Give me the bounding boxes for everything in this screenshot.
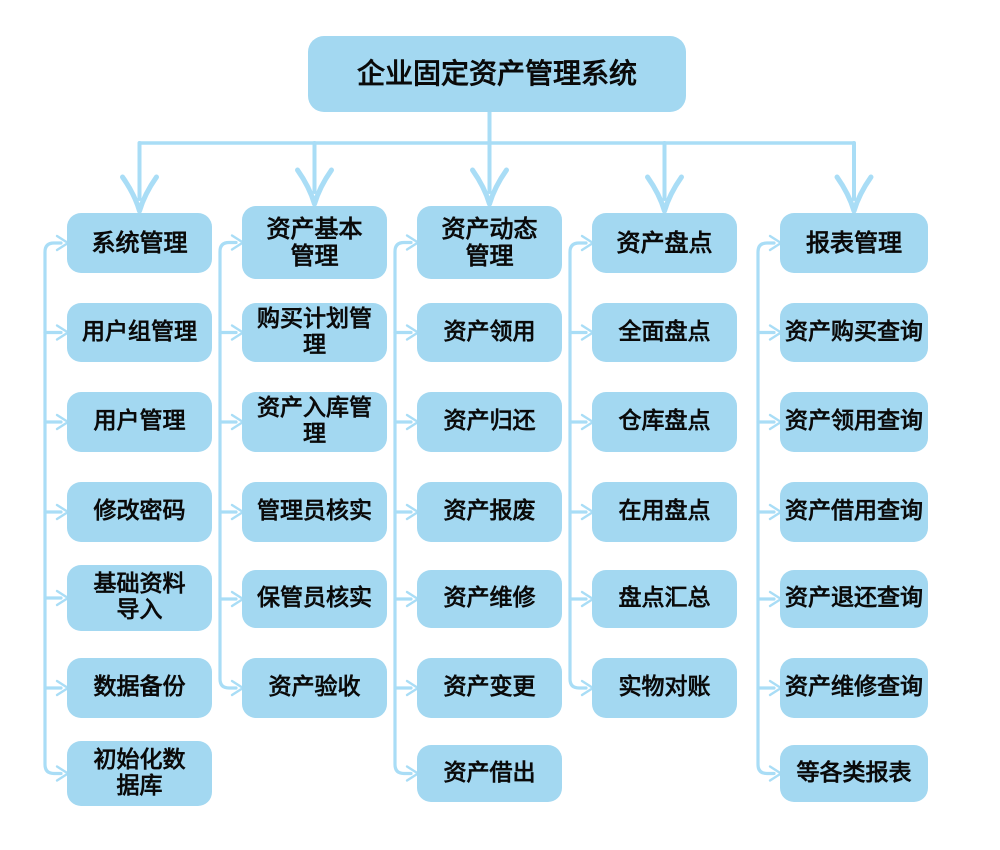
node-asset-return: 资产归还	[417, 392, 562, 452]
node-purchase-plan-mgmt: 购买计划管理	[242, 303, 387, 362]
root-node-system-title: 企业固定资产管理系统	[308, 36, 686, 112]
node-asset-purchase-query: 资产购买查询	[780, 303, 928, 362]
node-asset-scrap: 资产报废	[417, 482, 562, 542]
node-data-backup: 数据备份	[67, 658, 212, 718]
node-asset-inventory: 资产盘点	[592, 213, 737, 273]
node-warehouse-inventory: 仓库盘点	[592, 392, 737, 452]
node-asset-requisition-query: 资产领用查询	[780, 392, 928, 452]
node-asset-repair-query: 资产维修查询	[780, 658, 928, 718]
node-full-inventory: 全面盘点	[592, 303, 737, 362]
node-asset-change: 资产变更	[417, 658, 562, 718]
node-asset-basic-mgmt: 资产基本 管理	[242, 206, 387, 279]
node-custodian-verify: 保管员核实	[242, 570, 387, 628]
node-asset-repair: 资产维修	[417, 570, 562, 628]
node-asset-acceptance: 资产验收	[242, 658, 387, 718]
node-asset-inbound-mgmt: 资产入库管理	[242, 392, 387, 452]
node-asset-borrow-query: 资产借用查询	[780, 482, 928, 542]
node-asset-lend: 资产借出	[417, 745, 562, 802]
node-physical-reconciliation: 实物对账	[592, 658, 737, 718]
node-user-group-mgmt: 用户组管理	[67, 303, 212, 362]
node-asset-dynamic-mgmt: 资产动态 管理	[417, 206, 562, 279]
node-asset-requisition: 资产领用	[417, 303, 562, 362]
node-asset-return-query: 资产退还查询	[780, 570, 928, 628]
node-base-data-import: 基础资料 导入	[67, 565, 212, 631]
node-change-password: 修改密码	[67, 482, 212, 542]
node-inventory-summary: 盘点汇总	[592, 570, 737, 628]
node-user-mgmt: 用户管理	[67, 392, 212, 452]
node-in-use-inventory: 在用盘点	[592, 482, 737, 542]
node-other-reports: 等各类报表	[780, 745, 928, 802]
node-admin-verify: 管理员核实	[242, 482, 387, 542]
node-report-mgmt: 报表管理	[780, 213, 928, 273]
node-init-database: 初始化数 据库	[67, 741, 212, 806]
node-system-mgmt: 系统管理	[67, 213, 212, 273]
